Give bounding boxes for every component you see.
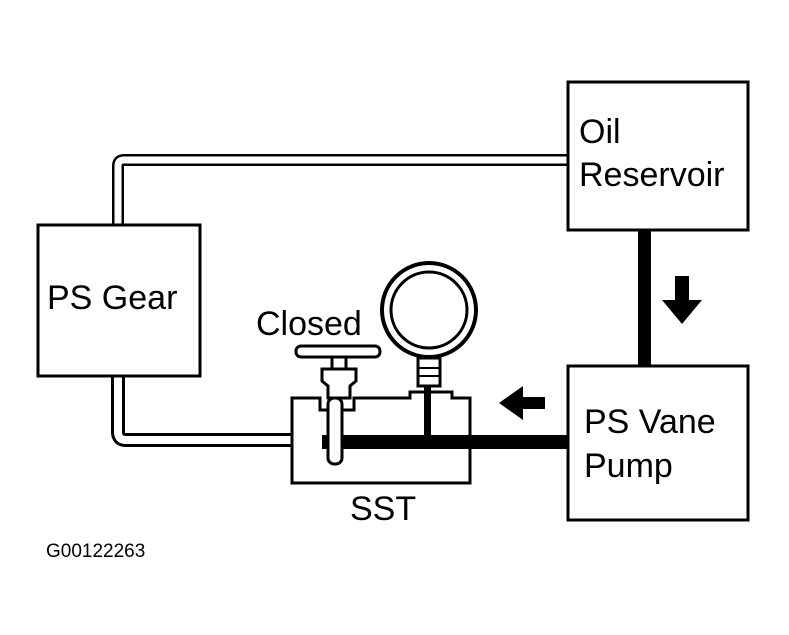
oil-reservoir-label-2: Reservoir — [579, 156, 724, 194]
oil-reservoir-box: Oil Reservoir — [566, 80, 750, 232]
ps-vane-pump-label-2: Pump — [584, 447, 673, 485]
gear-to-sst-hose — [111, 376, 295, 447]
down-flow-arrow-icon — [662, 276, 702, 324]
shutoff-valve — [294, 344, 382, 466]
pressure-gauge — [380, 261, 478, 388]
reservoir-to-pump-pipe — [638, 230, 651, 366]
ps-gear-label: PS Gear — [47, 279, 177, 317]
pump-to-sst-pipe — [470, 435, 568, 449]
sst-label: SST — [350, 490, 416, 528]
left-flow-arrow-icon — [499, 386, 545, 420]
valve-closed-label: Closed — [256, 305, 362, 343]
figure-code: G00122263 — [46, 541, 145, 562]
oil-reservoir-label-1: Oil — [579, 113, 621, 151]
ps-vane-pump-label-1: PS Vane — [584, 403, 716, 441]
ps-gear-box: PS Gear — [36, 223, 202, 378]
ps-vane-pump-box: PS Vane Pump — [566, 364, 750, 522]
sst-tool — [290, 384, 472, 485]
return-hose — [112, 154, 568, 225]
